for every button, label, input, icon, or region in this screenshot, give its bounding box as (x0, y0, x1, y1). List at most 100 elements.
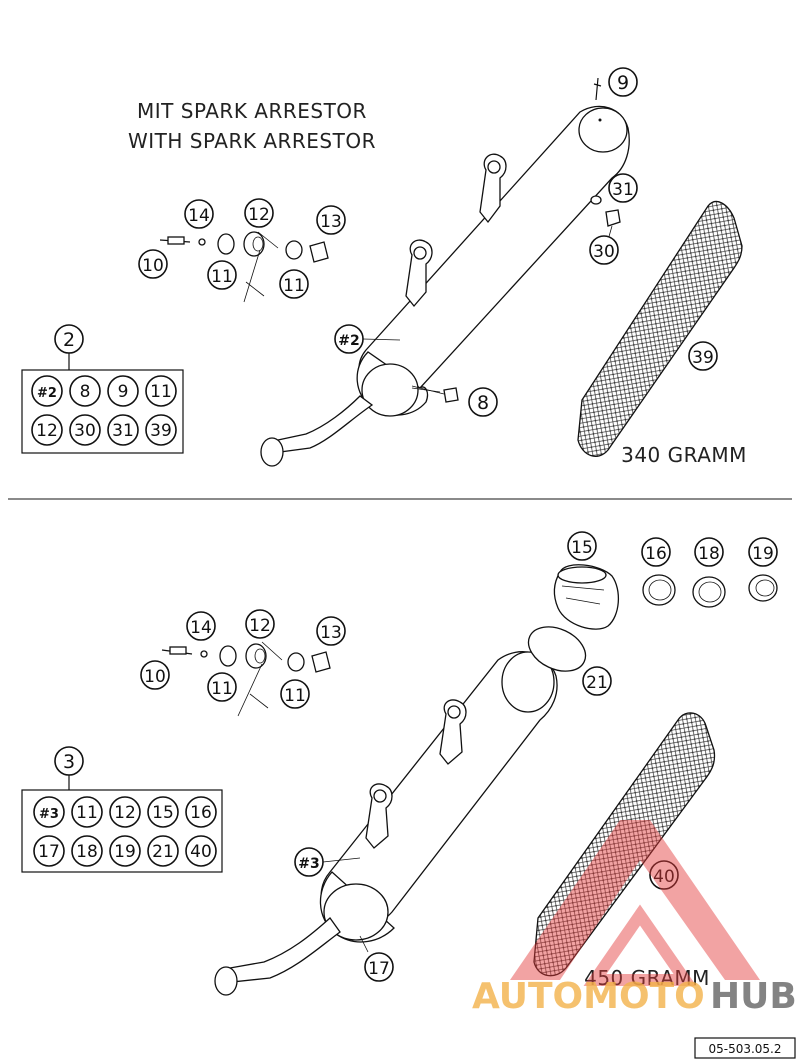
gasket-21 (527, 626, 587, 672)
svg-text:21: 21 (152, 842, 174, 862)
svg-text:11: 11 (211, 679, 233, 699)
kit-item-16: 16 (185, 796, 217, 828)
silencer-body-bottom (214, 651, 558, 996)
kit-item-assembly-2: #2 (31, 375, 63, 407)
svg-text:3: 3 (63, 751, 75, 773)
ring-19 (748, 574, 778, 602)
callout-19: 19 (748, 537, 778, 567)
svg-text:9: 9 (617, 72, 629, 94)
weight-label-top: 340 GRAMM (621, 443, 747, 467)
ring-16 (642, 574, 676, 606)
callout-10: 10 (140, 660, 170, 690)
caption-line-1: MIT SPARK ARRESTOR (137, 99, 367, 123)
ring-18 (692, 576, 726, 608)
screw-9 (593, 77, 602, 101)
callout-14: 14 (186, 611, 216, 641)
kit-item-19: 19 (109, 835, 141, 867)
svg-text:12: 12 (248, 205, 270, 225)
svg-text:10: 10 (144, 667, 166, 687)
svg-text:14: 14 (188, 206, 210, 226)
top-section: MIT SPARK ARRESTOR WITH SPARK ARRESTOR 3… (21, 67, 747, 467)
svg-text:30: 30 (74, 421, 96, 441)
callout-11-right: 11 (279, 269, 309, 299)
callout-30: 30 (589, 235, 619, 265)
callout-10: 10 (138, 249, 168, 279)
callout-17: 17 (359, 935, 394, 982)
callout-14: 14 (184, 199, 214, 229)
callout-9: 9 (608, 67, 638, 97)
svg-text:11: 11 (283, 276, 305, 296)
callout-21: 21 (582, 666, 612, 696)
svg-text:11: 11 (76, 803, 98, 823)
washer-31 (590, 195, 602, 205)
kit-item-40: 40 (185, 835, 217, 867)
callout-31: 31 (608, 173, 638, 203)
callout-8: 8 (468, 387, 498, 417)
svg-text:31: 31 (612, 180, 634, 200)
svg-text:12: 12 (249, 616, 271, 636)
callout-40: 40 (649, 860, 679, 890)
svg-text:8: 8 (80, 382, 91, 402)
callout-11-left: 11 (207, 260, 237, 290)
callout-12: 12 (245, 609, 275, 639)
kit-item-9: 9 (107, 375, 139, 407)
kit-item-11: 11 (71, 796, 103, 828)
kit-3-group: 3 #3 11 12 15 16 17 18 19 21 40 (21, 746, 223, 873)
svg-text:#3: #3 (298, 856, 319, 872)
svg-text:13: 13 (320, 212, 342, 232)
svg-text:#3: #3 (39, 807, 59, 822)
kit-item-18: 18 (71, 835, 103, 867)
svg-text:14: 14 (190, 618, 212, 638)
spark-arrestor-insert-39 (577, 201, 743, 457)
caption-line-2: WITH SPARK ARRESTOR (128, 129, 376, 153)
kit-item-17: 17 (33, 835, 65, 867)
kit-item-11: 11 (145, 375, 177, 407)
svg-text:19: 19 (114, 842, 136, 862)
callout-11-left: 11 (207, 672, 237, 702)
svg-text:18: 18 (76, 842, 98, 862)
figure-code: 05-503.05.2 (708, 1042, 781, 1056)
silencer-body-top (260, 105, 630, 467)
svg-text:39: 39 (692, 348, 714, 368)
kit-item-30: 30 (69, 414, 101, 446)
svg-text:#2: #2 (37, 386, 57, 401)
svg-text:12: 12 (114, 803, 136, 823)
kit-item-8: 8 (69, 375, 101, 407)
svg-text:2: 2 (63, 329, 75, 351)
svg-text:21: 21 (586, 673, 608, 693)
svg-text:15: 15 (571, 538, 593, 558)
kit-item-21: 21 (147, 835, 179, 867)
watermark-logo (510, 820, 760, 986)
figure-code-box: 05-503.05.2 (694, 1037, 796, 1059)
watermark-text-left: AUTOMOTO (472, 976, 705, 1017)
svg-text:13: 13 (320, 623, 342, 643)
svg-text:18: 18 (698, 544, 720, 564)
weight-label-bottom: 450 GRAMM (584, 966, 710, 990)
svg-text:17: 17 (38, 842, 60, 862)
callout-12: 12 (244, 198, 274, 228)
svg-text:11: 11 (284, 686, 306, 706)
watermark-text-right: HUB (710, 976, 797, 1017)
callout-13: 13 (316, 616, 346, 646)
callout-18: 18 (694, 537, 724, 567)
svg-text:11: 11 (150, 382, 172, 402)
svg-text:40: 40 (653, 867, 675, 887)
assembly-label-3: #3 (294, 847, 361, 877)
callout-39: 39 (688, 341, 718, 371)
kit-item-12: 12 (31, 414, 63, 446)
kit-item-assembly-3: #3 (33, 796, 65, 828)
kit-item-31: 31 (107, 414, 139, 446)
svg-text:31: 31 (112, 421, 134, 441)
svg-text:10: 10 (142, 256, 164, 276)
kit-item-12: 12 (109, 796, 141, 828)
svg-text:16: 16 (190, 803, 212, 823)
svg-text:16: 16 (645, 544, 667, 564)
kit-item-15: 15 (147, 796, 179, 828)
callout-13: 13 (316, 205, 346, 235)
callout-16: 16 (641, 537, 671, 567)
svg-text:15: 15 (152, 803, 174, 823)
svg-text:8: 8 (477, 392, 489, 414)
bottom-section: 15 16 18 19 21 14 12 13 10 11 11 40 17 #… (21, 531, 778, 996)
